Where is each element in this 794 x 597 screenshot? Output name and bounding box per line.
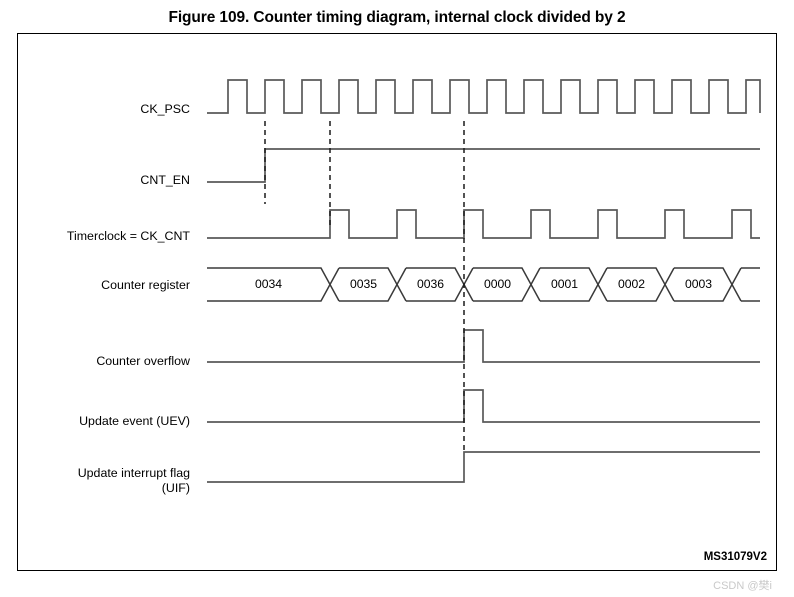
signal-label-update-event: Update event (UEV) — [79, 414, 190, 428]
document-code: MS31079V2 — [703, 551, 767, 563]
watermark-text: CSDN @樊i — [713, 580, 772, 592]
counter-register-value: 0001 — [550, 276, 579, 291]
signal-label-ck-psc: CK_PSC — [140, 102, 190, 116]
signal-label-counter-overflow: Counter overflow — [96, 354, 190, 368]
signal-label-counter-register: Counter register — [101, 278, 190, 292]
counter-register-value: 0002 — [617, 276, 646, 291]
signal-label-cnt-en: CNT_EN — [140, 173, 190, 187]
counter-register-value: 0003 — [684, 276, 713, 291]
signal-label-update-interrupt-flag: Update interrupt flag (UIF) — [77, 466, 190, 495]
figure-title: Figure 109. Counter timing diagram, inte… — [168, 9, 626, 26]
counter-register-value: 0034 — [254, 276, 283, 291]
counter-register-value: 0036 — [416, 276, 445, 291]
counter-register-value: 0035 — [349, 276, 378, 291]
counter-register-value: 0000 — [483, 276, 512, 291]
signal-label-timerclock: Timerclock = CK_CNT — [66, 229, 190, 243]
